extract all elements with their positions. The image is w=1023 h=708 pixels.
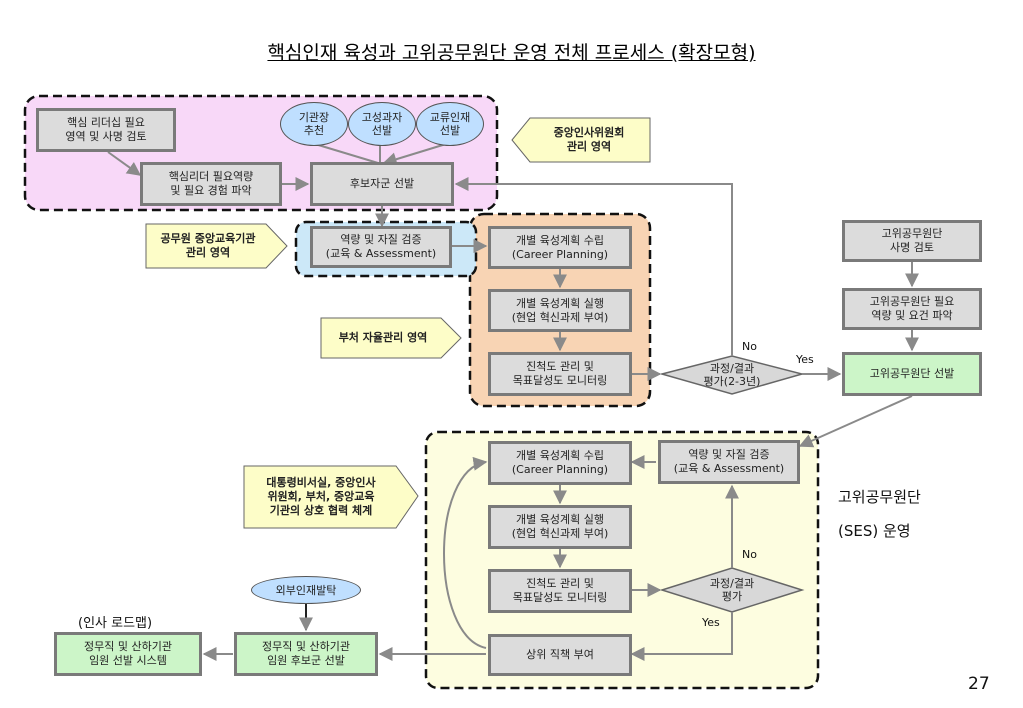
decision-eval-1-text: 과정/결과 평가(2-3년) <box>703 362 761 388</box>
box-monitoring-2: 진척도 관리 및 목표달성도 모니터링 <box>488 569 632 613</box>
box-dev-plan-2: 개별 육성계획 수립 (Career Planning) <box>488 441 632 485</box>
box-competency-verification-2: 역량 및 자질 검증 (교육 & Assessment) <box>658 440 800 484</box>
label-ses-operation-line1: 고위공무원단 <box>838 488 921 506</box>
callout-ministry-autonomy: 부처 자율관리 영역 <box>338 331 428 344</box>
box-candidate-pool-selection: 후보자군 선발 <box>310 162 454 206</box>
box-monitoring-1: 진척도 관리 및 목표달성도 모니터링 <box>488 352 632 396</box>
ellipse-high-performer-selection: 고성과자 선발 <box>348 102 416 146</box>
box-ses-competency: 고위공무원단 필요 역량 및 요건 파악 <box>842 288 982 330</box>
callout-cooperation-shape <box>243 465 419 529</box>
box-core-leadership-area: 핵심 리더십 필요 영역 및 사명 검토 <box>36 108 176 152</box>
box-promotion: 상위 직책 부여 <box>488 634 632 676</box>
callout-ministry-shape <box>320 317 462 359</box>
label-yes-1: Yes <box>796 353 814 366</box>
label-no-2: No <box>742 548 757 561</box>
label-hr-roadmap: (인사 로드맵) <box>78 616 153 631</box>
box-dev-plan-1: 개별 육성계획 수립 (Career Planning) <box>488 226 632 269</box>
box-exec-candidate-selection: 정무직 및 산하기관 임원 후보군 선발 <box>234 632 378 676</box>
page-title: 핵심인재 육성과 고위공무원단 운영 전체 프로세스 (확장모형) <box>267 42 756 64</box>
label-no-1: No <box>742 340 757 353</box>
box-competency-verification-1: 역량 및 자질 검증 (교육 & Assessment) <box>310 226 452 268</box>
ellipse-exchange-talent-selection: 교류인재 선발 <box>416 102 484 146</box>
arrow-e3-to-candidate <box>382 143 447 167</box>
callout-education-shape <box>145 223 288 269</box>
callout-education-institute: 공무원 중앙교육기관 관리 영역 <box>160 232 256 259</box>
box-ses-selection: 고위공무원단 선발 <box>842 352 982 396</box>
callout-cooperation-system: 대통령비서실, 중앙인사 위원회, 부처, 중앙교육 기관의 상호 협력 체계 <box>266 476 376 517</box>
callout-central-committee: 중앙인사위원회 관리 영역 <box>553 126 625 153</box>
label-yes-2: Yes <box>702 616 720 629</box>
arrow-ses-select-to-check2 <box>798 395 913 448</box>
arrow-core-area-to-competency <box>107 151 142 176</box>
box-exec-selection-system: 정무직 및 산하기관 임원 선발 시스템 <box>54 632 202 676</box>
box-core-leader-competency: 핵심리더 필요역량 및 필요 경험 파악 <box>140 162 282 206</box>
page-number: 27 <box>968 674 990 694</box>
label-ses-operation-line2: (SES) 운영 <box>838 522 911 540</box>
ellipse-external-talent: 외부인재발탁 <box>251 576 361 604</box>
arrow-promotion-loop <box>443 456 488 649</box>
arrow-eval2-yes <box>630 612 733 661</box>
ellipse-agency-head-recommendation: 기관장 추천 <box>280 102 348 146</box>
box-ses-mission-review: 고위공무원단 사명 검토 <box>842 220 982 262</box>
decision-diamond-2 <box>659 567 805 613</box>
callout-central-shape <box>511 117 651 163</box>
box-dev-exec-1: 개별 육성계획 실행 (현업 혁신과제 부여) <box>488 289 632 332</box>
zone-ses <box>424 430 820 690</box>
box-dev-exec-2: 개별 육성계획 실행 (현업 혁신과제 부여) <box>488 505 632 549</box>
decision-eval-2-text: 과정/결과 평가 <box>709 577 755 603</box>
arrow-eval1-no-loop <box>454 177 733 356</box>
arrow-e1-to-candidate <box>314 143 379 164</box>
